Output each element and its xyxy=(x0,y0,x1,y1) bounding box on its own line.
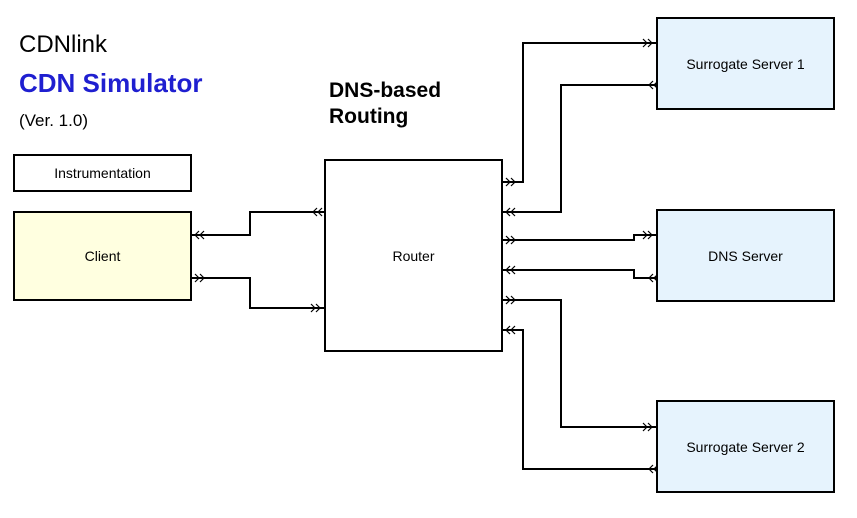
client-block[interactable]: Client xyxy=(13,211,192,301)
wire-router-to-dns xyxy=(503,234,656,241)
surrogate-server-2-label: Surrogate Server 2 xyxy=(686,438,805,455)
surrogate-server-2-block[interactable]: Surrogate Server 2 xyxy=(656,400,835,493)
port-marker-router-in-client xyxy=(310,303,321,313)
port-marker-surrogate2-in xyxy=(642,422,653,432)
port-marker-router-out-s2 xyxy=(505,295,516,305)
app-title: CDNlink xyxy=(19,31,108,58)
port-marker-router-in-s1 xyxy=(505,207,516,217)
dns-server-block[interactable]: DNS Server xyxy=(656,209,835,302)
app-subtitle: CDN Simulator xyxy=(19,68,203,98)
dns-server-label: DNS Server xyxy=(708,247,783,264)
surrogate-server-1-label: Surrogate Server 1 xyxy=(686,55,805,72)
wire-dns-to-router xyxy=(503,269,656,279)
router-label: Router xyxy=(392,247,435,264)
router-block[interactable]: Router xyxy=(324,159,503,352)
port-marker-client-out xyxy=(194,273,205,283)
instrumentation-block[interactable]: Instrumentation xyxy=(13,154,192,192)
routing-mode-label: DNS-based Routing xyxy=(329,79,442,128)
instrumentation-label: Instrumentation xyxy=(54,165,151,181)
port-marker-surrogate1-in xyxy=(642,38,653,48)
port-marker-router-out-s1 xyxy=(505,177,516,187)
wire-surrogate1-to-router xyxy=(503,84,656,213)
app-version: (Ver. 1.0) xyxy=(19,111,88,130)
port-marker-client-in xyxy=(194,230,205,240)
surrogate-server-1-block[interactable]: Surrogate Server 1 xyxy=(656,17,835,110)
wire-router-to-surrogate1 xyxy=(503,42,656,183)
wire-surrogate2-to-router xyxy=(503,329,656,470)
port-marker-router-out-client xyxy=(312,207,323,217)
port-marker-router-out-dns xyxy=(505,235,516,245)
port-marker-router-in-s2 xyxy=(505,325,516,335)
port-marker-dns-in xyxy=(642,230,653,240)
port-marker-router-in-dns xyxy=(505,265,516,275)
wire-router-to-client xyxy=(192,211,324,236)
wire-router-to-surrogate2 xyxy=(503,299,656,428)
wire-client-to-router xyxy=(192,277,324,309)
client-label: Client xyxy=(84,248,121,264)
